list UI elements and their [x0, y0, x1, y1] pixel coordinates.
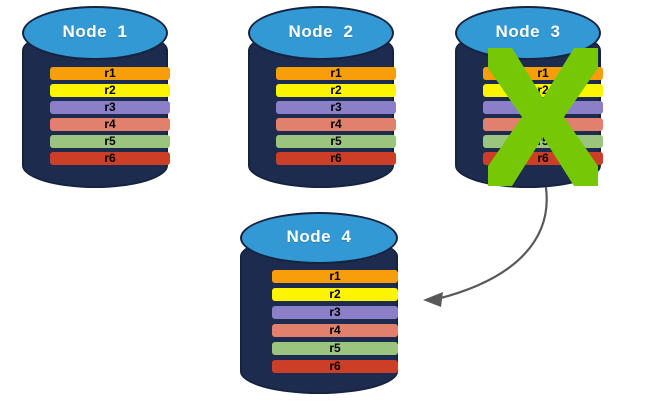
- node-2-row-r5[interactable]: r5: [276, 135, 396, 148]
- node-4-cylinder-top: [240, 212, 398, 264]
- node-1-rows: r1 r2 r3 r4 r5 r6: [50, 67, 170, 175]
- node-1-row-r4[interactable]: r4: [50, 118, 170, 131]
- node-2-row-r1[interactable]: r1: [276, 67, 396, 80]
- node-2-row-r6[interactable]: r6: [276, 152, 396, 165]
- node-2-row-r3[interactable]: r3: [276, 101, 396, 114]
- node-4-row-r2[interactable]: r2: [272, 288, 398, 301]
- node-1-row-r6[interactable]: r6: [50, 152, 170, 165]
- node-1-row-r2[interactable]: r2: [50, 84, 170, 97]
- node-3-row-r3[interactable]: r3: [483, 101, 603, 114]
- node-2-label: Node 2: [288, 22, 354, 41]
- node-2-row-r2[interactable]: r2: [276, 84, 396, 97]
- node-3-label: Node 3: [495, 22, 561, 41]
- node-1-label: Node 1: [62, 22, 128, 41]
- node-4-row-r6[interactable]: r6: [272, 360, 398, 373]
- node-1-row-r5[interactable]: r5: [50, 135, 170, 148]
- node-4-row-r1[interactable]: r1: [272, 270, 398, 283]
- node-4[interactable]: Node 4 r1 r2 r3 r4 r5 r6: [240, 212, 398, 396]
- node-3-row-r6[interactable]: r6: [483, 152, 603, 165]
- node-3[interactable]: Node 3 r1 r2 r3 r4 r5 r6: [455, 6, 603, 188]
- node-4-row-r4[interactable]: r4: [272, 324, 398, 337]
- node-2-rows: r1 r2 r3 r4 r5 r6: [276, 67, 396, 175]
- node-1[interactable]: Node 1 r1 r2 r3 r4 r5 r6: [22, 6, 170, 188]
- node-1-row-r1[interactable]: r1: [50, 67, 170, 80]
- node-2-row-r4[interactable]: r4: [276, 118, 396, 131]
- node-3-row-r1[interactable]: r1: [483, 67, 603, 80]
- node-4-row-r5[interactable]: r5: [272, 342, 398, 355]
- node-2-cylinder-top: [248, 6, 394, 60]
- node-4-rows: r1 r2 r3 r4 r5 r6: [272, 270, 398, 380]
- node-1-row-r3[interactable]: r3: [50, 101, 170, 114]
- node-1-cylinder-top: [22, 6, 168, 60]
- node-4-label: Node 4: [286, 227, 352, 246]
- node-4-row-r3[interactable]: r3: [272, 306, 398, 319]
- node-2[interactable]: Node 2 r1 r2 r3 r4 r5 r6: [248, 6, 396, 188]
- arrow-node3-to-node4: [423, 186, 548, 307]
- node-3-row-r2[interactable]: r2: [483, 84, 603, 97]
- node-3-rows: r1 r2 r3 r4 r5 r6: [483, 67, 603, 175]
- node-3-row-r5[interactable]: r5: [483, 135, 603, 148]
- node-3-row-r4[interactable]: r4: [483, 118, 603, 131]
